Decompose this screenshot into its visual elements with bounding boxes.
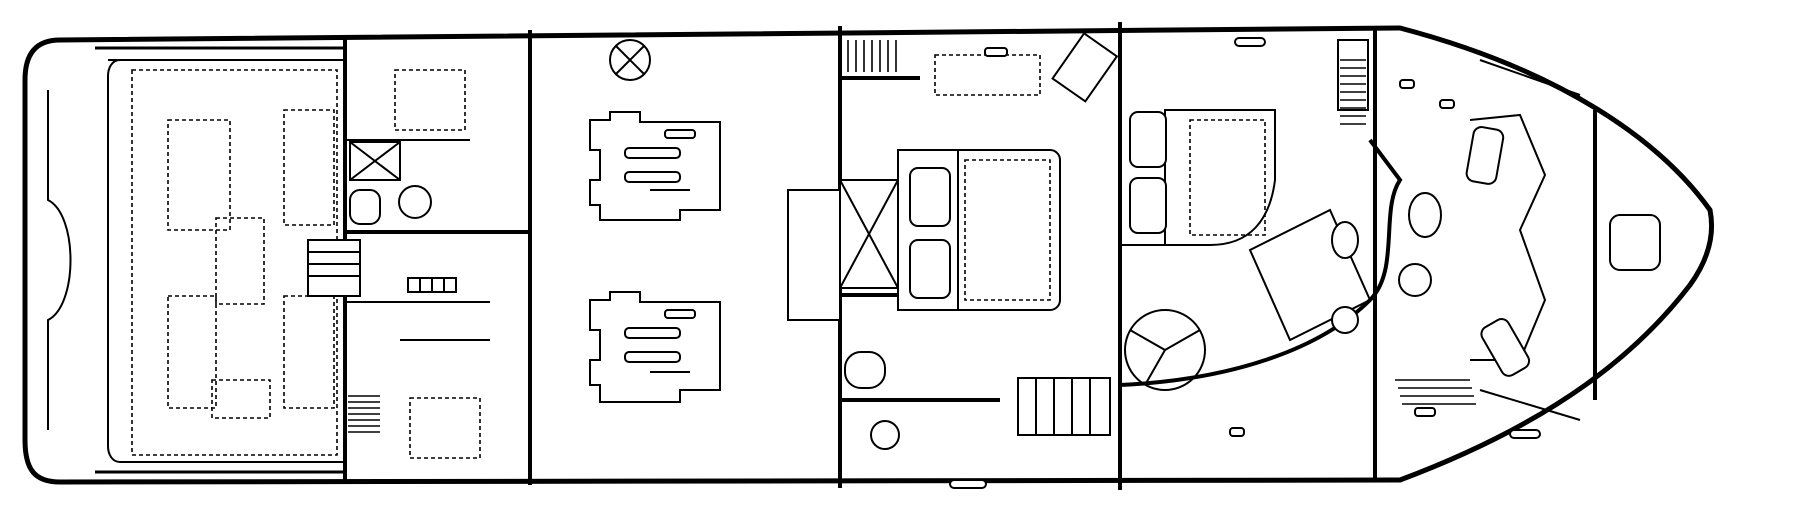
deck-seating-aft: [131, 69, 338, 456]
master-pillow-1: [909, 167, 951, 227]
hanging-locker-vip: [1340, 59, 1366, 125]
deck-hatch-5: [283, 295, 335, 409]
master-pillow-2: [909, 239, 951, 299]
deck-hatch-6: [211, 379, 271, 419]
deck-hatch-1: [167, 119, 231, 231]
hanging-locker-fwd: [1395, 379, 1476, 405]
master-sink: [870, 420, 900, 450]
hanging-locker-aft: [348, 395, 380, 433]
fwd-pillow-2: [1480, 318, 1531, 377]
deck-hatch-3: [215, 217, 265, 305]
master-dresser-upper: [934, 54, 1041, 96]
master-bed-mattress: [964, 159, 1051, 301]
toilet-aft: [349, 189, 381, 225]
aft-cabin-berth-lower: [409, 397, 481, 459]
engine-icon-port: [589, 111, 721, 221]
fwd-pillow-1: [1465, 126, 1505, 185]
aft-cabins: [307, 69, 530, 459]
vip-pillow-1: [1129, 111, 1167, 168]
master-vanity: [787, 189, 841, 321]
vip-sink: [1331, 306, 1359, 334]
master-stair: [1017, 377, 1111, 436]
deck-hatch-4: [167, 295, 217, 409]
aft-cabin-berth-upper: [394, 69, 466, 131]
vip-spiral-stair: [1124, 309, 1206, 391]
vip-head: [1248, 208, 1372, 342]
fwd-lower-wall: [1479, 389, 1581, 421]
sink-aft: [398, 185, 432, 219]
master-stateroom: [787, 32, 1119, 450]
master-nightstand: [1051, 32, 1119, 103]
aft-companion-stairs: [307, 239, 361, 297]
chain-locker-box: [1609, 214, 1661, 271]
fwd-sink: [1398, 263, 1432, 297]
vip-locker-fwd: [1337, 39, 1369, 111]
cockpit-rail: [107, 59, 345, 463]
vip-pillow-2: [1129, 177, 1167, 234]
hanging-locker-master: [847, 40, 897, 72]
forward-stateroom: [1395, 59, 1581, 421]
transom-outline: [47, 90, 72, 430]
aft-deck: [47, 59, 345, 463]
engine-icon-starboard: [589, 291, 721, 403]
vip-mattress-dash: [1189, 119, 1266, 236]
fwd-toilet: [1408, 192, 1442, 238]
vip-berth-curve: [1120, 109, 1276, 246]
vip-stateroom: [1119, 39, 1403, 391]
deck-hatch-2: [283, 109, 335, 226]
shower-aft-x2: [349, 141, 401, 181]
hull-outline: [22, 25, 1715, 485]
engine-room: [589, 39, 721, 403]
portlights: [949, 37, 1541, 489]
fwd-upper-wall: [1479, 59, 1581, 96]
master-toilet: [844, 351, 886, 389]
vip-toilet: [1331, 221, 1359, 259]
vip-passage-curve: [1119, 138, 1403, 387]
chain-locker: [1609, 214, 1661, 271]
